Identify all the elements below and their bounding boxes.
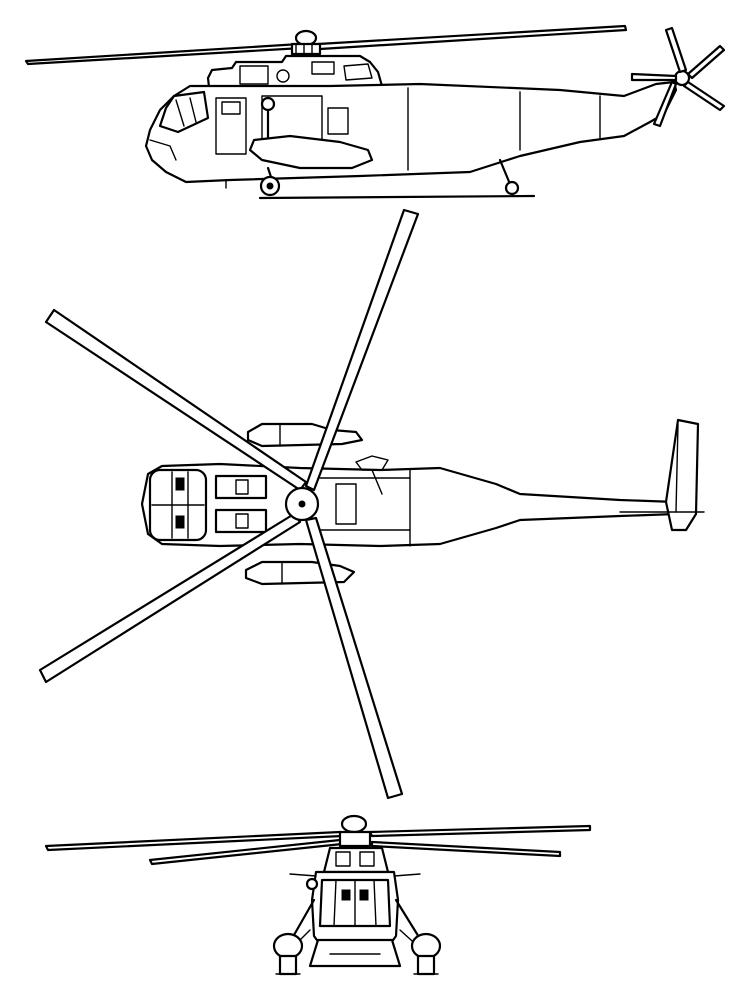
front-panel-2 [359, 889, 369, 901]
side-rear-window [327, 107, 349, 135]
front-antenna-left [289, 873, 317, 877]
side-rescue-winch [260, 96, 276, 142]
top-engine-left [214, 474, 268, 500]
side-window-frame-1 [175, 99, 185, 127]
side-main-wheel [259, 166, 281, 197]
top-sponson-lower [244, 560, 356, 586]
side-sponson [248, 134, 374, 170]
front-panel-1 [341, 889, 351, 901]
top-rotor-blade-1 [44, 308, 308, 492]
side-fuselage [144, 80, 678, 184]
front-sponson-right [410, 932, 442, 976]
side-fairing [343, 63, 373, 81]
front-rotor-blade-left [44, 830, 344, 852]
front-antenna-right [393, 873, 421, 877]
front-engine-housing [322, 846, 390, 874]
front-rotor-blade-right [368, 824, 592, 838]
top-view [38, 208, 705, 800]
front-view [44, 814, 592, 976]
top-gearbox [335, 483, 357, 525]
front-rotor-hub [338, 814, 372, 848]
top-intake-left [235, 479, 249, 495]
side-exhaust [276, 69, 290, 83]
front-windscreen-frame-1 [333, 879, 337, 927]
top-window-panel-1 [175, 477, 185, 491]
front-sponson-left [272, 932, 304, 976]
side-hatch [311, 61, 335, 75]
side-intake [239, 65, 269, 85]
top-intake-right [235, 513, 249, 529]
side-door-window [221, 101, 241, 115]
side-tail-rotor [630, 26, 726, 128]
side-rotor-hub [290, 29, 322, 56]
top-rotor-hub-center [298, 500, 306, 508]
top-window-panel-2 [175, 515, 185, 529]
front-strut-right [394, 898, 424, 944]
front-windscreen-frame-3 [373, 879, 377, 927]
top-sponson-upper [246, 422, 364, 448]
top-rotor-blade-2 [304, 208, 420, 492]
front-light [305, 877, 319, 891]
side-view [24, 24, 726, 200]
side-ground-line [258, 194, 536, 200]
top-tail-fin [664, 418, 700, 532]
front-intake-left [335, 851, 351, 867]
side-rotor-blade-right [316, 24, 628, 51]
top-rotor-blade-4 [304, 516, 404, 800]
front-rotor-blade-lower-right [370, 840, 562, 858]
side-nose-line [149, 139, 177, 161]
top-engine-right [214, 508, 268, 534]
front-lower-hull [308, 938, 402, 968]
top-winch [355, 455, 389, 471]
side-tail-wheel [498, 158, 520, 196]
side-crew-door [215, 97, 247, 155]
side-window-frame-2 [189, 97, 197, 123]
top-fin-line [675, 423, 679, 513]
top-winch-arm [371, 469, 383, 495]
front-intake-right [359, 851, 375, 867]
